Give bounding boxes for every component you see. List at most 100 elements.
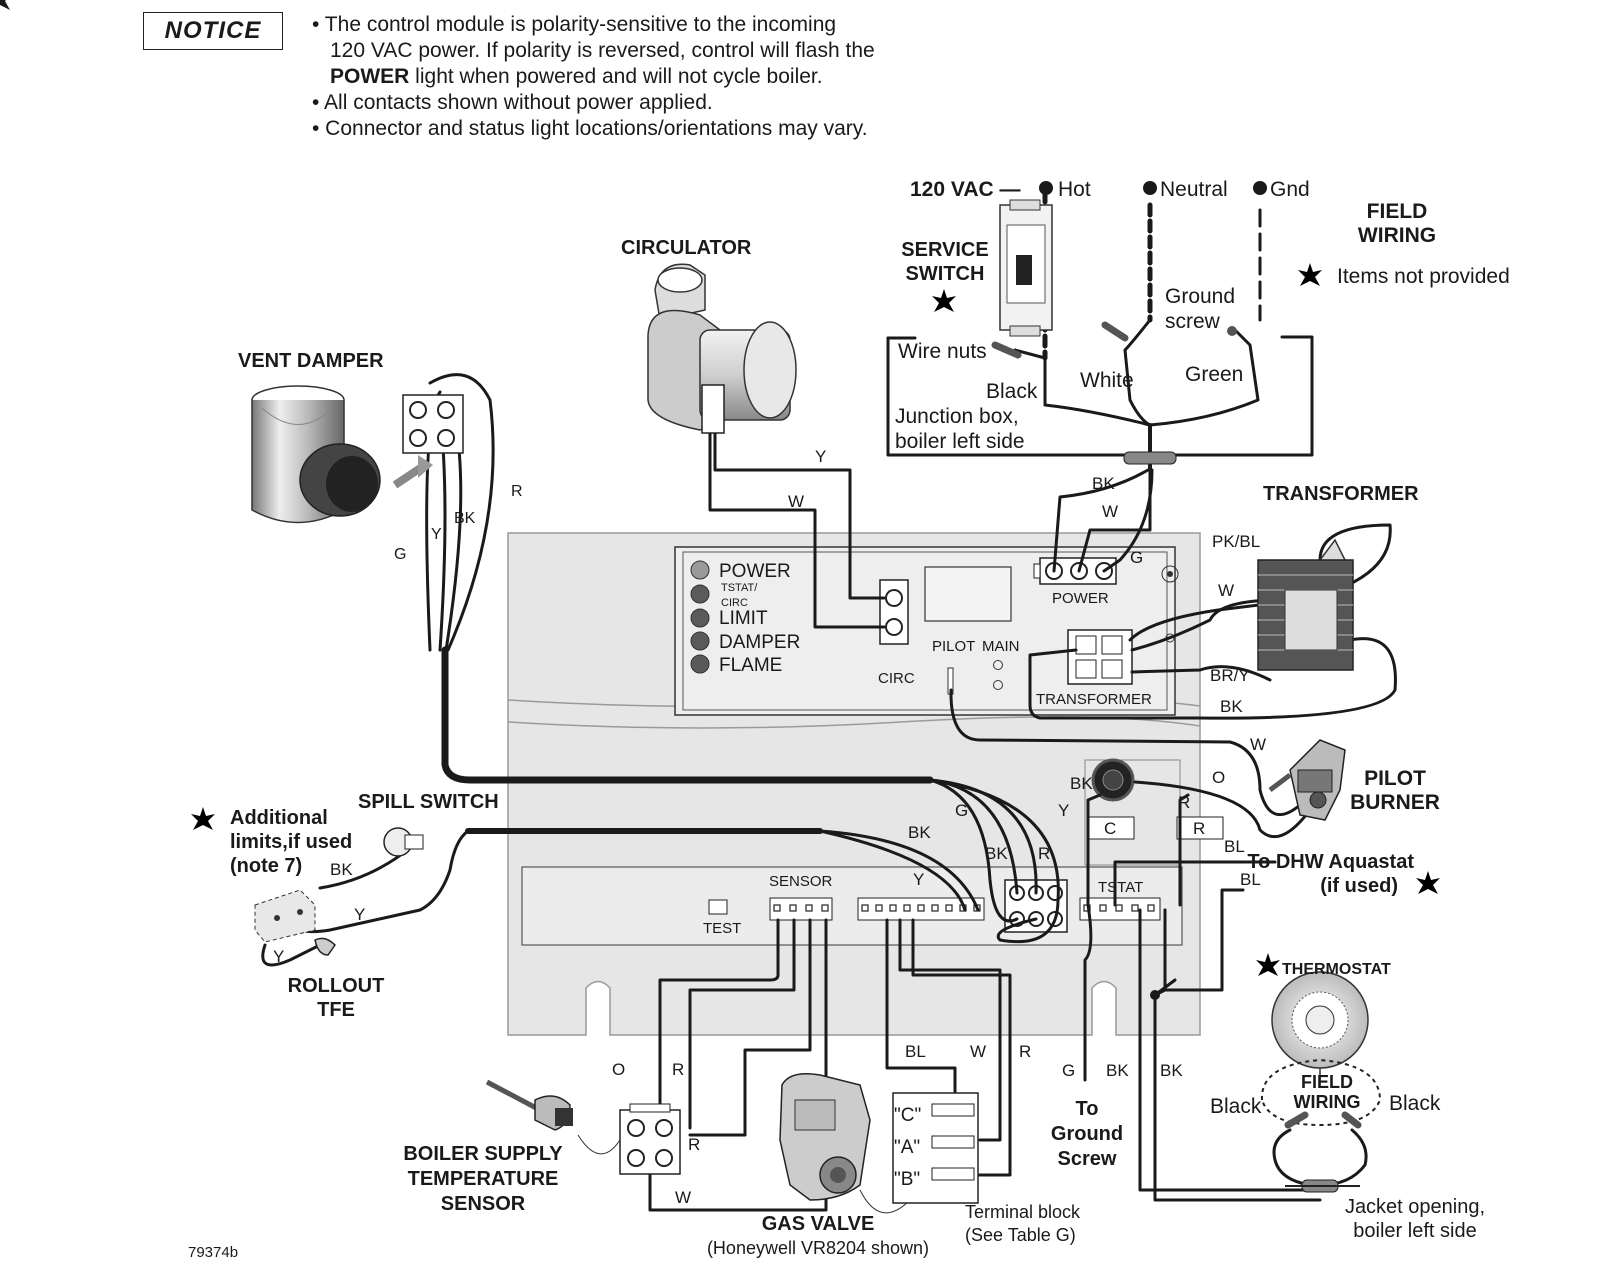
circulator-label: CIRCULATOR <box>621 237 752 259</box>
damper-light <box>690 631 710 651</box>
star-icon-service-switch <box>932 289 956 312</box>
tstat-field-wiring-1: FIELD <box>1301 1072 1353 1092</box>
additional-limits-3: (note 7) <box>230 855 302 877</box>
wl-bry: BR/Y <box>1210 666 1250 685</box>
tstat-field-wiring-2: WIRING <box>1294 1092 1361 1112</box>
wl-y-harness: Y <box>1058 801 1069 820</box>
wire-harness-r <box>928 778 1060 944</box>
header-pin <box>1099 904 1107 912</box>
wire-tstat-bk2 <box>1138 908 1312 1192</box>
sensor-header <box>769 897 833 921</box>
jacket-label-1: Jacket opening, <box>1345 1196 1485 1218</box>
wire-sensor-o <box>658 918 780 1130</box>
neutral-label: Neutral <box>1160 178 1228 201</box>
wire-black-junction <box>1013 348 1152 427</box>
header-pin <box>889 904 897 912</box>
items-not-provided: Items not provided <box>1337 265 1510 288</box>
wire-tstat-field-2 <box>1318 1128 1368 1187</box>
header-pin <box>945 904 953 912</box>
ground-screw-label-1: Ground <box>1165 285 1235 308</box>
wl-bl-dhw1: BL <box>1224 837 1245 856</box>
wl-bk-gnd2: BK <box>1160 1061 1183 1080</box>
lower-board <box>521 866 1183 946</box>
service-switch-label-1: SERVICE <box>901 239 988 261</box>
wire-green-junction <box>1148 328 1260 427</box>
field-wiring-title-2: WIRING <box>1358 224 1436 247</box>
header-pin <box>1131 904 1139 912</box>
star-icon-dhw <box>1416 871 1440 894</box>
limit-light <box>690 608 710 628</box>
wire-xfmr-bk <box>1028 637 1397 720</box>
header-pin <box>875 904 883 912</box>
gas-valve <box>779 1073 931 1214</box>
light-label-damper: DAMPER <box>719 632 800 653</box>
main-label: MAIN <box>982 638 1020 655</box>
notice-bullet-1c: POWER light when powered and will not cy… <box>312 64 875 90</box>
wl-bk-damper: BK <box>454 510 476 527</box>
dhw-label-1: To DHW Aquastat <box>1247 851 1414 873</box>
notice-bullet-2: • All contacts shown without power appli… <box>312 91 713 114</box>
white-label: White <box>1080 369 1134 392</box>
thermostat <box>1260 971 1382 1129</box>
boiler-supply-sensor <box>485 1079 681 1175</box>
wire-tstat-bk <box>1086 793 1102 907</box>
sensor-label-3: SENSOR <box>441 1193 526 1215</box>
circulator <box>647 263 797 434</box>
service-switch[interactable] <box>999 199 1053 337</box>
wl-bl-gv: BL <box>905 1042 926 1061</box>
wl-bk-xfmr: BK <box>1220 697 1243 716</box>
vent-damper-label: VENT DAMPER <box>238 350 384 372</box>
wire-spill-y <box>818 829 967 912</box>
asterisk-icons <box>0 0 10 10</box>
ground-screw <box>1227 326 1237 336</box>
ground-screw-label-2: screw <box>1165 310 1221 333</box>
header-pin <box>903 904 911 912</box>
power-light <box>690 560 710 580</box>
sensor-label-2: TEMPERATURE <box>408 1168 559 1190</box>
wire-xfmr-w <box>1130 598 1282 652</box>
wl-o-pilot: O <box>1212 768 1225 787</box>
wl-y-rollout2: Y <box>273 947 284 966</box>
vac-label: 120 VAC — <box>910 178 1021 201</box>
star-icon-legend <box>1298 263 1322 286</box>
wire-gv-r <box>911 918 1012 1177</box>
wl-bk-knob: BK <box>1070 774 1093 793</box>
sensor-label-1: BOILER SUPPLY <box>403 1143 563 1165</box>
to-ground-label-1: To <box>1076 1098 1099 1120</box>
tstat-black-right: Black <box>1389 1092 1441 1115</box>
wl-y-spill: Y <box>913 870 924 889</box>
wire-power-g <box>1102 468 1154 573</box>
wl-r-tstat: R <box>1178 793 1190 812</box>
dhw-label-2: (if used) <box>1320 875 1398 897</box>
wire-tstat-r <box>1178 793 1190 907</box>
transformer-connector-label: TRANSFORMER <box>1036 691 1152 708</box>
r-box-label: R <box>1193 819 1205 838</box>
wire-circ-w <box>708 398 886 629</box>
spill-switch <box>383 827 424 857</box>
figure-id: 79374b <box>188 1244 238 1261</box>
test-button[interactable] <box>708 899 728 915</box>
flame-light <box>690 654 710 674</box>
to-ground-label-2: Ground <box>1051 1123 1123 1145</box>
notice-power-word: POWER <box>330 65 410 88</box>
wl-w-power: W <box>1102 502 1118 521</box>
terminal-letter-c: "C" <box>894 1105 921 1126</box>
gnd-label: Gnd <box>1270 178 1310 201</box>
notice-bullet-1b: 120 VAC power. If polarity is reversed, … <box>330 39 875 62</box>
damper-harness <box>441 646 934 784</box>
hot-label: Hot <box>1058 178 1091 201</box>
wire-sensor-w <box>648 918 828 1212</box>
wl-r-damper: R <box>511 483 523 500</box>
wire-circ-y <box>713 398 886 600</box>
pilot-burner <box>1268 739 1346 821</box>
wl-g-power: G <box>1130 548 1143 567</box>
header-pin <box>1115 904 1123 912</box>
strain-relief <box>1123 451 1177 465</box>
star-icon-thermostat <box>1256 953 1280 976</box>
wl-r-gv: R <box>1019 1042 1031 1061</box>
header-pin <box>789 904 797 912</box>
wl-r-sensor2: R <box>688 1135 700 1154</box>
wl-r-sensor: R <box>672 1060 684 1079</box>
wl-r-limit: R <box>1038 844 1050 863</box>
